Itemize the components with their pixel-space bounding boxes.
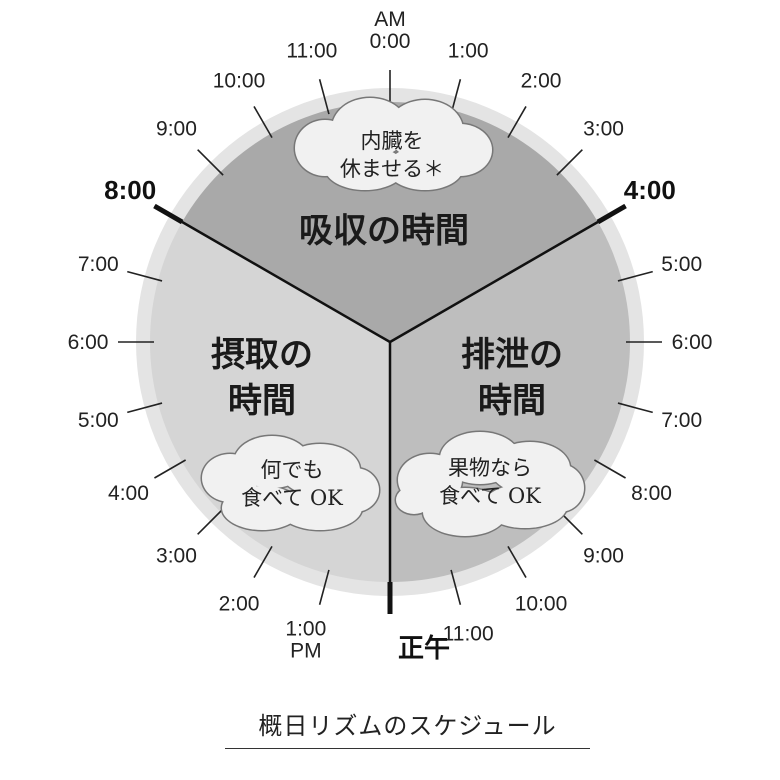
hour-tick: [197, 508, 224, 535]
hour-label: 4:00: [624, 175, 676, 205]
cloud-fill: [396, 486, 432, 514]
hour-label-line: 10:00: [213, 69, 266, 92]
hour-label-line: PM: [290, 640, 322, 663]
hour-label-line: 11:00: [286, 39, 337, 62]
hour-label-line: 6:00: [672, 331, 713, 354]
hour-tick: [318, 569, 330, 605]
hour-label: 5:00: [78, 409, 119, 432]
sector-label-excretion: 排泄の: [461, 335, 563, 375]
hour-label-line: 7:00: [78, 253, 119, 276]
hour-tick: [593, 459, 626, 479]
sector-divider: [389, 220, 599, 344]
cloud-text: 果物なら: [448, 456, 532, 480]
hour-label-line: 9:00: [583, 545, 624, 568]
hour-label: 1:00: [448, 39, 489, 62]
hour-label-line: 8:00: [631, 482, 672, 505]
hour-label-line: 2:00: [521, 69, 562, 92]
hour-label-line: 2:00: [219, 593, 260, 616]
hour-tick: [318, 79, 330, 115]
hour-label-line: 1:00: [448, 39, 489, 62]
hour-label: 7:00: [78, 253, 119, 276]
hour-label-line: 4:00: [624, 175, 676, 205]
hour-label-line: 5:00: [661, 253, 702, 276]
hour-label-line: 正午: [398, 633, 450, 663]
hour-label: 4:00: [108, 482, 149, 505]
hour-label-line: AM: [374, 8, 406, 31]
hour-label-line: 3:00: [156, 545, 197, 568]
hour-tick: [127, 402, 163, 414]
hour-label-line: 9:00: [156, 117, 197, 140]
hour-label: 9:00: [583, 545, 624, 568]
hour-tick: [450, 569, 462, 605]
hour-label: 3:00: [583, 117, 624, 140]
hour-label-line: 0:00: [370, 30, 411, 53]
cloud-text: 内臓を: [361, 129, 424, 153]
hour-label: 5:00: [661, 253, 702, 276]
hour-label: 11:00: [286, 39, 337, 62]
hour-label: 2:00: [219, 593, 260, 616]
sector-label-excretion: 時間: [478, 381, 546, 421]
hour-tick: [617, 402, 653, 414]
cloud-text: 休ませる＊: [340, 157, 444, 181]
hour-label-line: 10:00: [515, 593, 568, 616]
cloud-fill: [387, 146, 463, 190]
hour-label: 11:00: [443, 623, 494, 646]
cloud-text: 食べて OK: [439, 484, 541, 508]
cloud-fill: [325, 146, 405, 190]
hour-label-line: 3:00: [583, 117, 624, 140]
hour-tick: [507, 106, 527, 139]
hour-label-line: 4:00: [108, 482, 149, 505]
cloud-fill: [222, 486, 302, 530]
hour-label: 3:00: [156, 545, 197, 568]
hour-label: 7:00: [661, 409, 702, 432]
hour-label: 6:00: [68, 331, 109, 354]
sector-divider: [181, 220, 391, 344]
hour-label-line: 8:00: [104, 175, 156, 205]
hour-label-line: 1:00: [285, 618, 326, 641]
sector-label-intake: 摂取の: [211, 335, 313, 375]
hour-tick: [556, 149, 583, 176]
caption-underline: [225, 748, 590, 749]
cloud-text: 食べて OK: [241, 486, 343, 510]
hour-tick: [197, 149, 224, 176]
hour-label-line: 6:00: [68, 331, 109, 354]
hour-label: 10:00: [213, 69, 266, 92]
sector-label-intake: 時間: [228, 381, 296, 421]
cloud-fill: [423, 488, 507, 536]
hour-label: 8:00: [104, 175, 156, 205]
sector-divider-tick: [153, 203, 184, 225]
hour-tick: [154, 459, 187, 479]
hour-label: 2:00: [521, 69, 562, 92]
cloud-fill: [332, 98, 408, 158]
hour-tick: [507, 545, 527, 578]
hour-label-line: 5:00: [78, 409, 119, 432]
hour-label: 10:00: [515, 593, 568, 616]
hour-tick: [253, 545, 273, 578]
cloud-text: 何でも: [261, 458, 324, 482]
hour-tick: [127, 270, 163, 282]
hour-label: 6:00: [672, 331, 713, 354]
hour-label-line: 7:00: [661, 409, 702, 432]
cloud-fill: [278, 486, 362, 530]
hour-label-line: 11:00: [443, 623, 494, 646]
caption: 概日リズムのスケジュール: [258, 712, 557, 740]
sector-divider-tick: [596, 203, 627, 225]
hour-label: 9:00: [156, 117, 197, 140]
hour-label: 8:00: [631, 482, 672, 505]
hour-label: 正午: [398, 633, 450, 663]
hour-tick: [253, 106, 273, 139]
sector-label-absorption: 吸収の時間: [299, 211, 469, 251]
hour-tick: [617, 270, 653, 282]
